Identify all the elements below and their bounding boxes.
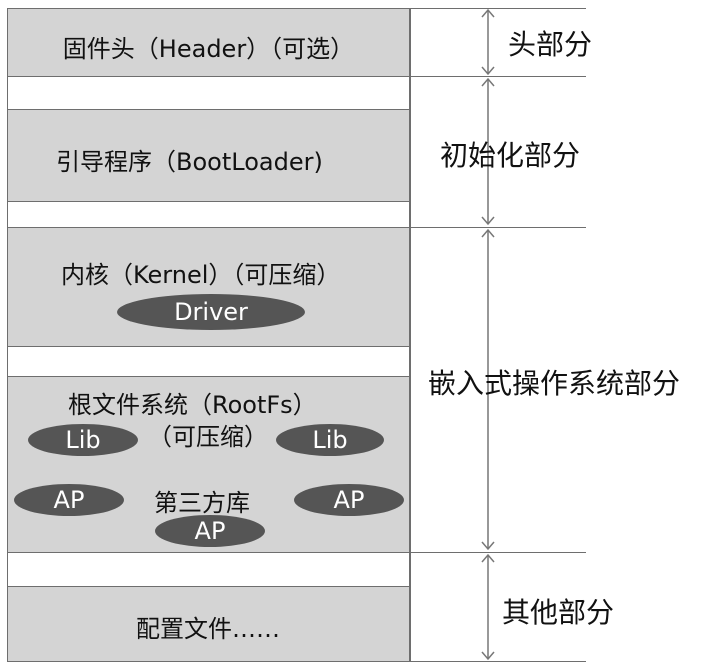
ap-pill-right: AP (294, 484, 404, 516)
section-divider (410, 8, 411, 662)
spacer-block (7, 552, 410, 587)
section-label-other: 其他部分 (502, 596, 615, 629)
spacer-block (7, 346, 410, 377)
kernel-block: 内核（Kernel）（可压缩） Driver (7, 227, 410, 347)
rootfs-block: 根文件系统（RootFs） （可压缩） Lib Lib AP 第三方库 AP A… (7, 376, 410, 553)
double-arrow-icon (478, 77, 498, 226)
bootloader-block-label: 引导程序（BootLoader) (56, 148, 323, 176)
kernel-block-label: 内核（Kernel）（可压缩） (61, 261, 341, 289)
section-separator (410, 227, 586, 228)
rootfs-block-sublabel: （可压缩） (148, 423, 268, 451)
config-block-label: 配置文件…… (136, 615, 280, 643)
section-separator (410, 76, 586, 77)
spacer-block (7, 201, 410, 228)
section-separator (410, 552, 586, 553)
lib-pill-right: Lib (276, 424, 384, 456)
section-label-init: 初始化部分 (440, 139, 581, 172)
section-separator (410, 661, 586, 662)
section-label-os: 嵌入式操作系统部分 (428, 367, 681, 400)
spacer-block (7, 76, 410, 110)
ap-pill-bottom: AP (155, 515, 265, 547)
config-block: 配置文件…… (7, 586, 410, 662)
bootloader-block: 引导程序（BootLoader) (7, 109, 410, 202)
section-separator (410, 8, 586, 9)
double-arrow-icon (478, 553, 498, 661)
driver-pill: Driver (117, 294, 305, 330)
double-arrow-icon (478, 228, 498, 551)
double-arrow-icon (478, 8, 498, 76)
header-block-label: 固件头（Header）（可选） (62, 35, 355, 63)
section-label-head: 头部分 (508, 28, 593, 61)
lib-pill-left: Lib (28, 424, 138, 456)
header-block: 固件头（Header）（可选） (7, 8, 410, 77)
ap-pill-left: AP (14, 484, 124, 516)
rootfs-block-label: 根文件系统（RootFs） (68, 391, 317, 419)
third-party-library-label: 第三方库 (154, 489, 250, 517)
